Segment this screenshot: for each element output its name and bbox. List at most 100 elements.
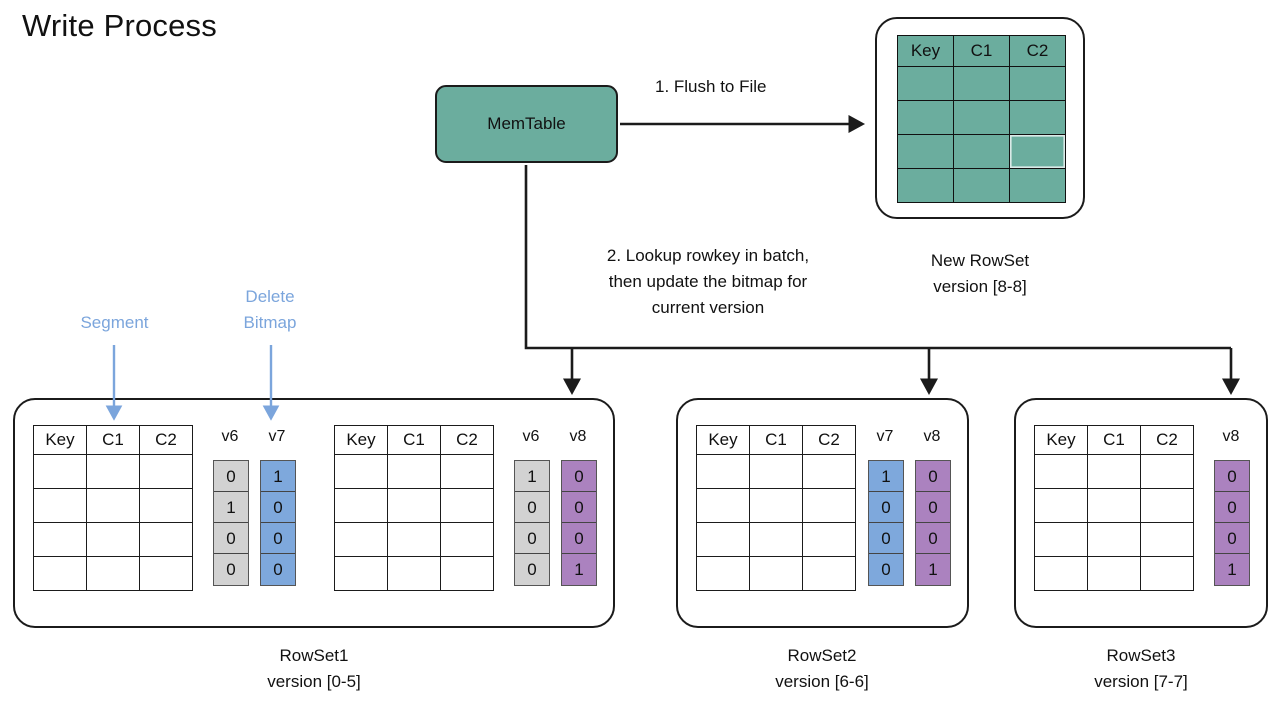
bitmap-cell: 0 (214, 523, 248, 554)
bitmap-cell: 0 (869, 523, 903, 554)
new-rowset-caption-line-1: New RowSet (930, 251, 1030, 270)
table-cell (33, 556, 87, 591)
table-cell (1087, 522, 1141, 557)
bitmap-cell: 0 (214, 461, 248, 492)
table-cell (1009, 168, 1066, 203)
new-rowset-caption-line-2: version [8-8] (933, 277, 1027, 296)
column-header-c2: C2 (440, 425, 494, 455)
bitmap-cell: 0 (562, 492, 596, 523)
table-cell (953, 66, 1010, 101)
delete-bitmap-column-v7[interactable]: 1 0 0 0 (260, 460, 296, 586)
bitmap-cell: 1 (869, 461, 903, 492)
delete-bitmap-column-v8-seg2[interactable]: 0 0 0 1 (561, 460, 597, 586)
table-cell (1087, 556, 1141, 591)
rowset1-caption: RowSet1 version [0-5] (214, 643, 414, 695)
table-cell (387, 488, 441, 523)
memtable-label: MemTable (487, 114, 566, 133)
column-header-c1: C1 (1087, 425, 1141, 455)
step-2-label: 2. Lookup rowkey in batch, then update t… (543, 243, 873, 321)
delete-bitmap-column-rs2-v8[interactable]: 0 0 0 1 (915, 460, 951, 586)
table-row (33, 522, 193, 557)
step-2-line-3: current version (651, 298, 765, 317)
column-header-c2: C2 (1009, 35, 1066, 67)
table-cell (696, 488, 750, 523)
table-cell (139, 556, 193, 591)
table-cell (897, 168, 954, 203)
table-cell (334, 556, 388, 591)
table-cell (440, 556, 494, 591)
table-row (33, 488, 193, 523)
bitmap-cell: 0 (515, 523, 549, 554)
bitmap-cell: 0 (1215, 461, 1249, 492)
table-row (334, 522, 494, 557)
table-cell (749, 556, 803, 591)
rowset1-segment2-table: Key C1 C2 (334, 425, 494, 591)
column-header-key: Key (334, 425, 388, 455)
table-header-row: Key C1 C2 (897, 35, 1066, 67)
table-cell-highlighted (1009, 134, 1066, 169)
rowset3-caption-line-2: version [7-7] (1094, 672, 1188, 691)
table-cell (953, 134, 1010, 169)
table-cell (387, 454, 441, 489)
page-title: Write Process (22, 8, 217, 43)
table-row (1034, 454, 1194, 489)
table-cell (1140, 522, 1194, 557)
table-cell (1140, 454, 1194, 489)
column-header-key: Key (696, 425, 750, 455)
table-cell (749, 454, 803, 489)
bitmap-cell: 0 (562, 523, 596, 554)
column-header-key: Key (33, 425, 87, 455)
column-header-key: Key (897, 35, 954, 67)
bitmap-cell: 1 (261, 461, 295, 492)
bitmap-cell: 1 (214, 492, 248, 523)
table-cell (897, 134, 954, 169)
bitmap-cell: 0 (261, 523, 295, 554)
table-cell (953, 168, 1010, 203)
bitmap-cell: 0 (916, 492, 950, 523)
table-row (696, 488, 856, 523)
bitmap-cell: 1 (515, 461, 549, 492)
table-cell (139, 488, 193, 523)
table-cell (139, 522, 193, 557)
table-cell (1140, 556, 1194, 591)
table-row (1034, 556, 1194, 591)
table-cell (696, 522, 750, 557)
delete-bitmap-callout-label: Delete Bitmap (222, 284, 318, 336)
table-row (897, 168, 1066, 203)
rowset3-segment1-table: Key C1 C2 (1034, 425, 1194, 591)
column-header-c2: C2 (802, 425, 856, 455)
bitmap-cell: 0 (515, 492, 549, 523)
bitmap-cell: 0 (1215, 492, 1249, 523)
delete-bitmap-column-v6[interactable]: 0 1 0 0 (213, 460, 249, 586)
bitmap-version-label-rs2-v8: v8 (923, 428, 941, 445)
bitmap-cell: 0 (881, 560, 891, 579)
bitmap-cell: 1 (1227, 560, 1237, 579)
step-1-label: 1. Flush to File (655, 77, 767, 96)
table-cell (1009, 100, 1066, 135)
rowset2-caption-line-1: RowSet2 (787, 646, 857, 665)
table-cell (1009, 66, 1066, 101)
table-cell (440, 488, 494, 523)
table-row (897, 66, 1066, 101)
table-cell (387, 556, 441, 591)
bitmap-version-label-v6-seg2: v6 (522, 428, 540, 445)
delete-bitmap-column-v6-seg2[interactable]: 1 0 0 0 (514, 460, 550, 586)
bitmap-cell: 1 (574, 560, 584, 579)
segment-callout-label: Segment (80, 313, 149, 332)
table-cell (86, 488, 140, 523)
table-cell (802, 556, 856, 591)
delete-bitmap-column-rs2-v7[interactable]: 1 0 0 0 (868, 460, 904, 586)
rowset1-segment1-table: Key C1 C2 (33, 425, 193, 591)
table-cell (334, 454, 388, 489)
table-row (897, 100, 1066, 135)
table-cell (440, 522, 494, 557)
bitmap-cell: 0 (261, 492, 295, 523)
table-header-row: Key C1 C2 (334, 425, 494, 455)
table-cell (33, 488, 87, 523)
memtable-node[interactable]: MemTable (435, 85, 618, 163)
table-cell (802, 522, 856, 557)
delete-bitmap-column-rs3-v8[interactable]: 0 0 0 1 (1214, 460, 1250, 586)
table-cell (33, 454, 87, 489)
bitmap-version-label-v7: v7 (268, 428, 286, 445)
table-cell (86, 556, 140, 591)
